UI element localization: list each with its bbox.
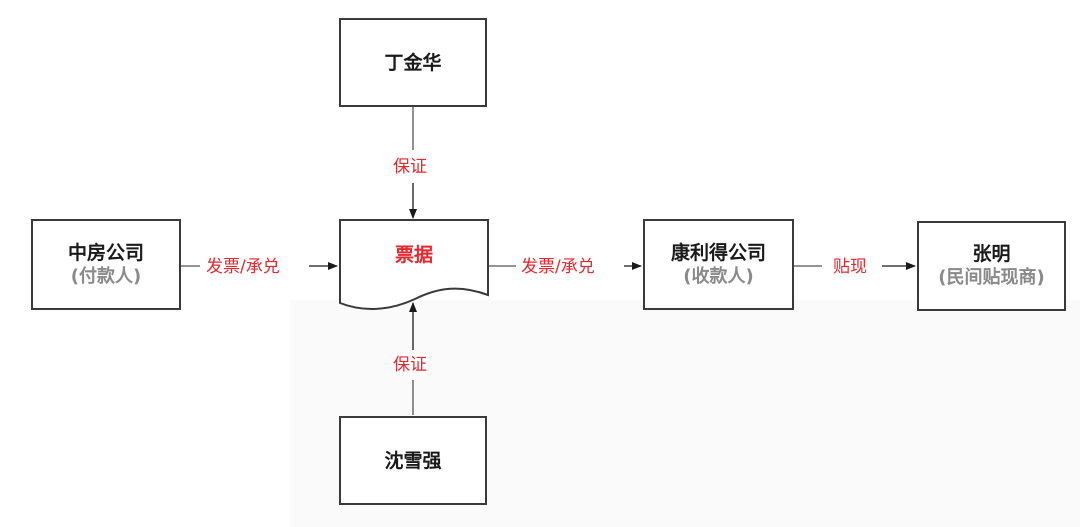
discounter-name: 张明: [972, 243, 1011, 265]
discounter-role: (民间贴现商): [938, 267, 1045, 288]
payee-box: 康利得公司 (收款人): [643, 219, 794, 310]
guarantor-top-name: 丁金华: [384, 51, 442, 74]
edge-label-top-guarantee: 保证: [393, 156, 427, 178]
payee-name: 康利得公司: [670, 241, 766, 264]
edge-label-payer-acceptance: 发票/承兑: [206, 256, 280, 278]
edge-label-bill-acceptance: 发票/承兑: [521, 256, 595, 278]
payer-role: (付款人): [70, 265, 142, 287]
edge-label-discount: 贴现: [833, 256, 867, 278]
guarantor-bottom-name: 沈雪强: [384, 449, 442, 472]
bill-document: 票据: [339, 219, 489, 314]
guarantor-bottom-box: 沈雪强: [339, 416, 487, 505]
payer-name: 中房公司: [67, 241, 144, 264]
bill-title: 票据: [394, 244, 433, 266]
guarantor-top-box: 丁金华: [339, 18, 487, 107]
edge-label-bottom-guarantee: 保证: [393, 354, 427, 376]
payer-box: 中房公司 (付款人): [31, 219, 181, 310]
discounter-box: 张明 (民间贴现商): [917, 221, 1066, 311]
bill-document-shape: [339, 219, 489, 310]
payee-role: (收款人): [683, 265, 754, 287]
